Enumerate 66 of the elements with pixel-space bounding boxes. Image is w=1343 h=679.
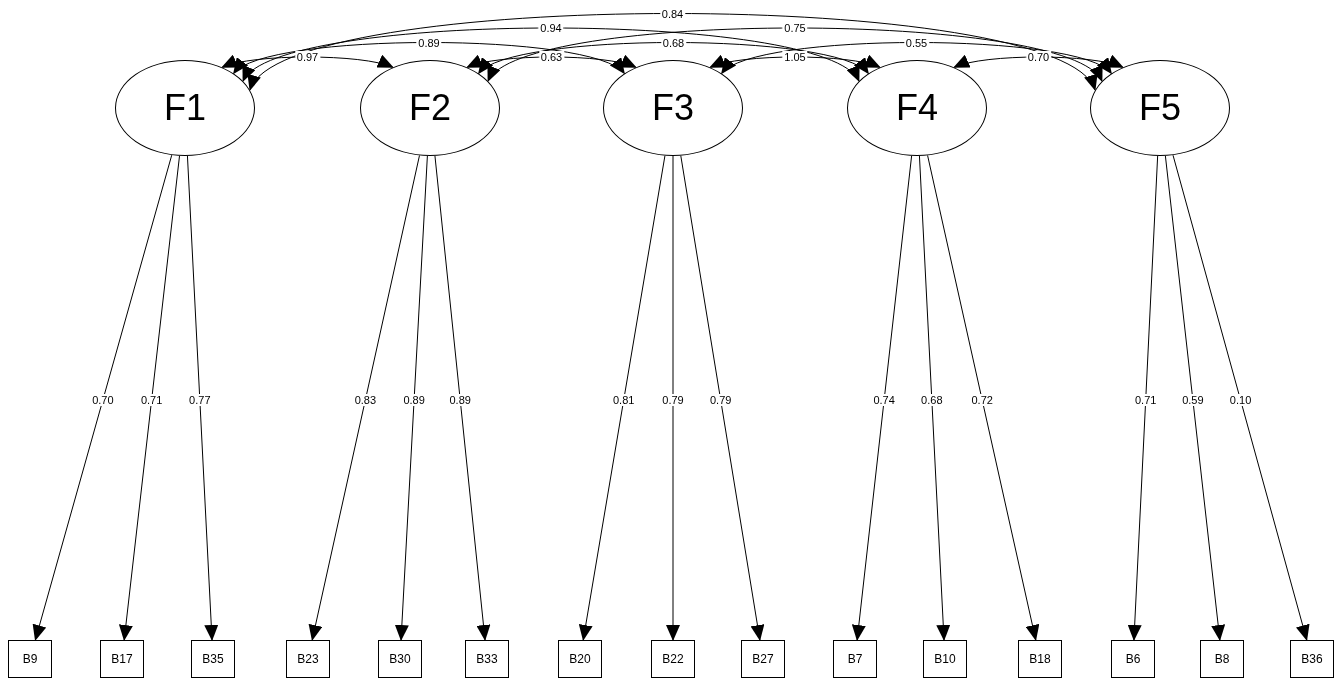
edge-label: 0.68 xyxy=(660,36,687,49)
latent-factor-ellipse: F4 xyxy=(847,60,987,156)
edge-label: 0.10 xyxy=(1227,394,1254,406)
indicator-box: B27 xyxy=(741,640,785,678)
edge-label: 1.05 xyxy=(782,51,808,63)
edge-label: 0.59 xyxy=(1180,394,1206,406)
covariance-arrow xyxy=(242,27,860,82)
edge-label: 0.81 xyxy=(611,394,637,406)
loading-arrow xyxy=(1164,155,1226,641)
indicator-box: B30 xyxy=(378,640,422,678)
edge-label: 0.94 xyxy=(538,22,564,34)
edge-label: 0.70 xyxy=(90,394,116,406)
covariance-arrow xyxy=(232,42,626,75)
edge-label: 0.83 xyxy=(352,394,379,406)
indicator-box: B36 xyxy=(1290,640,1334,678)
loading-arrow xyxy=(1172,154,1310,641)
edge-label: 0.89 xyxy=(416,36,442,49)
indicator-box: B33 xyxy=(465,640,509,678)
indicator-box: B6 xyxy=(1111,640,1155,678)
edge-label: 0.70 xyxy=(1025,51,1052,63)
edge-label: 0.84 xyxy=(659,7,686,20)
indicator-box: B9 xyxy=(8,640,52,678)
covariance-arrow xyxy=(720,42,1113,75)
loading-arrow xyxy=(680,155,765,641)
edge-label: 0.71 xyxy=(1133,394,1159,406)
loading-arrow xyxy=(927,154,1040,641)
indicator-box: B17 xyxy=(100,640,144,678)
covariance-arrow xyxy=(477,42,870,75)
indicator-box: B18 xyxy=(1018,640,1062,678)
covariance-arrow xyxy=(249,13,1096,91)
edge-label: 0.71 xyxy=(138,394,165,406)
loading-arrow xyxy=(186,155,219,641)
loading-arrow xyxy=(32,154,173,641)
edge-label: 0.55 xyxy=(903,36,930,49)
loading-arrow xyxy=(118,155,181,641)
indicator-box: B20 xyxy=(558,640,602,678)
latent-factor-ellipse: F1 xyxy=(115,60,255,156)
edge-label: 0.89 xyxy=(401,394,427,406)
loading-arrow xyxy=(1127,155,1159,641)
loading-arrow xyxy=(851,155,913,641)
latent-factor-ellipse: F2 xyxy=(360,60,500,156)
indicator-box: B23 xyxy=(286,640,330,678)
loading-arrow xyxy=(394,155,428,641)
latent-factor-ellipse: F3 xyxy=(603,60,743,156)
edge-label: 0.72 xyxy=(969,394,995,406)
loading-arrow xyxy=(434,155,491,641)
indicator-box: B7 xyxy=(833,640,877,678)
latent-factor-ellipse: F5 xyxy=(1090,60,1230,156)
loading-arrow xyxy=(308,154,420,641)
edge-label: 0.77 xyxy=(187,394,213,406)
loading-arrow xyxy=(578,155,666,641)
edge-label: 0.63 xyxy=(538,51,565,63)
edge-label: 0.89 xyxy=(447,394,473,406)
edge-label: 0.97 xyxy=(294,51,321,63)
loading-arrow xyxy=(666,155,680,641)
indicator-box: B35 xyxy=(191,640,235,678)
loading-arrow xyxy=(918,155,951,641)
edge-label: 0.74 xyxy=(871,394,897,406)
covariance-arrow xyxy=(487,27,1103,82)
indicator-box: B22 xyxy=(651,640,695,678)
edge-label: 0.79 xyxy=(660,394,686,406)
edge-label: 0.79 xyxy=(708,394,734,406)
edge-label: 0.68 xyxy=(919,394,945,406)
indicator-box: B10 xyxy=(923,640,967,678)
edge-label: 0.75 xyxy=(782,22,808,34)
indicator-box: B8 xyxy=(1200,640,1244,678)
